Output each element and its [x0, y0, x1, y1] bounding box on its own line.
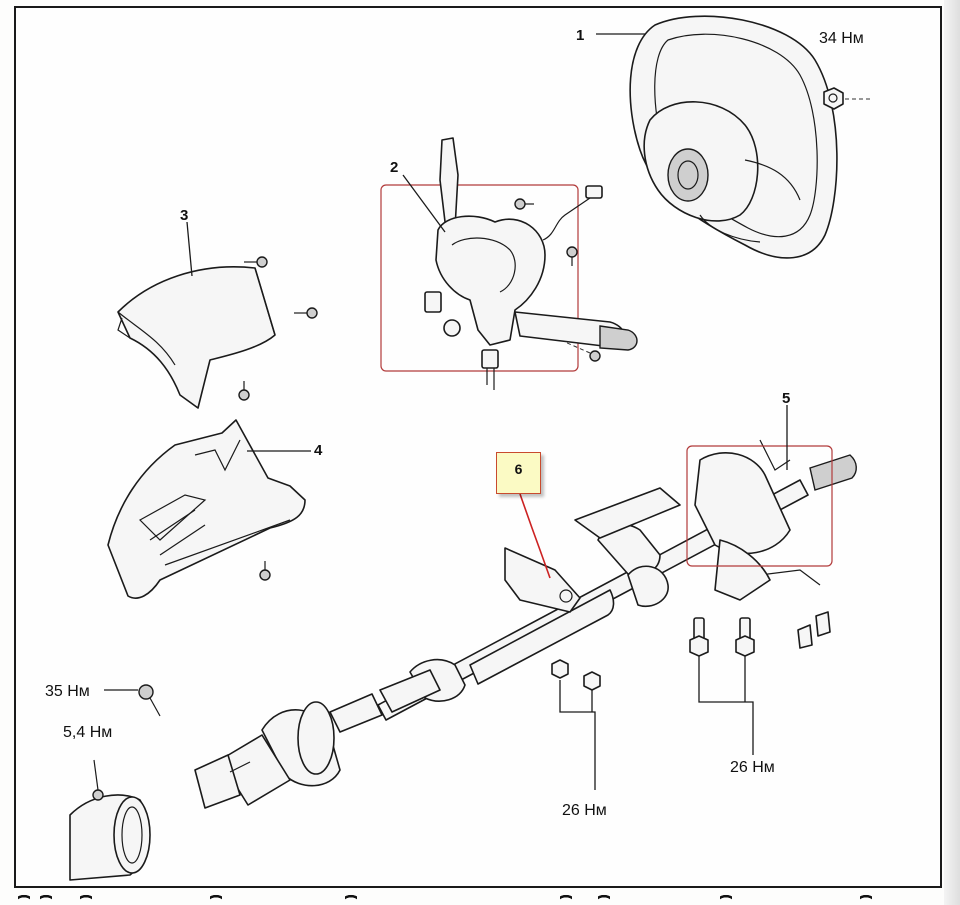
label-part-1: 1	[576, 27, 584, 44]
label-part-3: 3	[180, 207, 188, 224]
highlight-box-column-bracket	[686, 445, 833, 567]
column-bolts	[689, 617, 755, 755]
torque-label-5-4nm: 5,4 Нм	[63, 724, 112, 741]
leader-2	[402, 174, 446, 233]
torque-label-34nm: 34 Нм	[819, 30, 864, 47]
switch-screws	[514, 198, 601, 362]
upper-column-cover	[117, 266, 276, 409]
callout-box-6: 6	[496, 452, 541, 494]
highlight-box-combination-switch	[380, 184, 579, 372]
column-nuts	[551, 659, 601, 790]
column-hose-clamp	[69, 759, 151, 881]
upper-cover-screws	[238, 256, 318, 401]
label-part-4: 4	[314, 442, 323, 459]
lower-column-cover	[107, 419, 306, 599]
leader-6	[519, 493, 551, 579]
scan-edge	[944, 0, 960, 905]
lower-cover-screw	[259, 561, 271, 581]
torque-label-26nm-nuts: 26 Нм	[562, 802, 607, 819]
torque-label-26nm-bolts: 26 Нм	[730, 759, 775, 776]
bracket-bolt	[138, 684, 161, 717]
combination-switch	[424, 137, 638, 390]
cut-off-caption-line	[0, 892, 944, 905]
steering-wheel	[629, 15, 838, 259]
leader-3	[186, 221, 193, 277]
intermediate-shaft	[194, 658, 466, 809]
steering-column-shaft	[377, 439, 857, 721]
torque-label-35nm: 35 Нм	[45, 683, 90, 700]
label-part-5: 5	[782, 390, 790, 407]
clip-parts	[797, 611, 831, 649]
steering-wheel-nut	[823, 87, 872, 110]
label-part-2: 2	[390, 159, 398, 176]
